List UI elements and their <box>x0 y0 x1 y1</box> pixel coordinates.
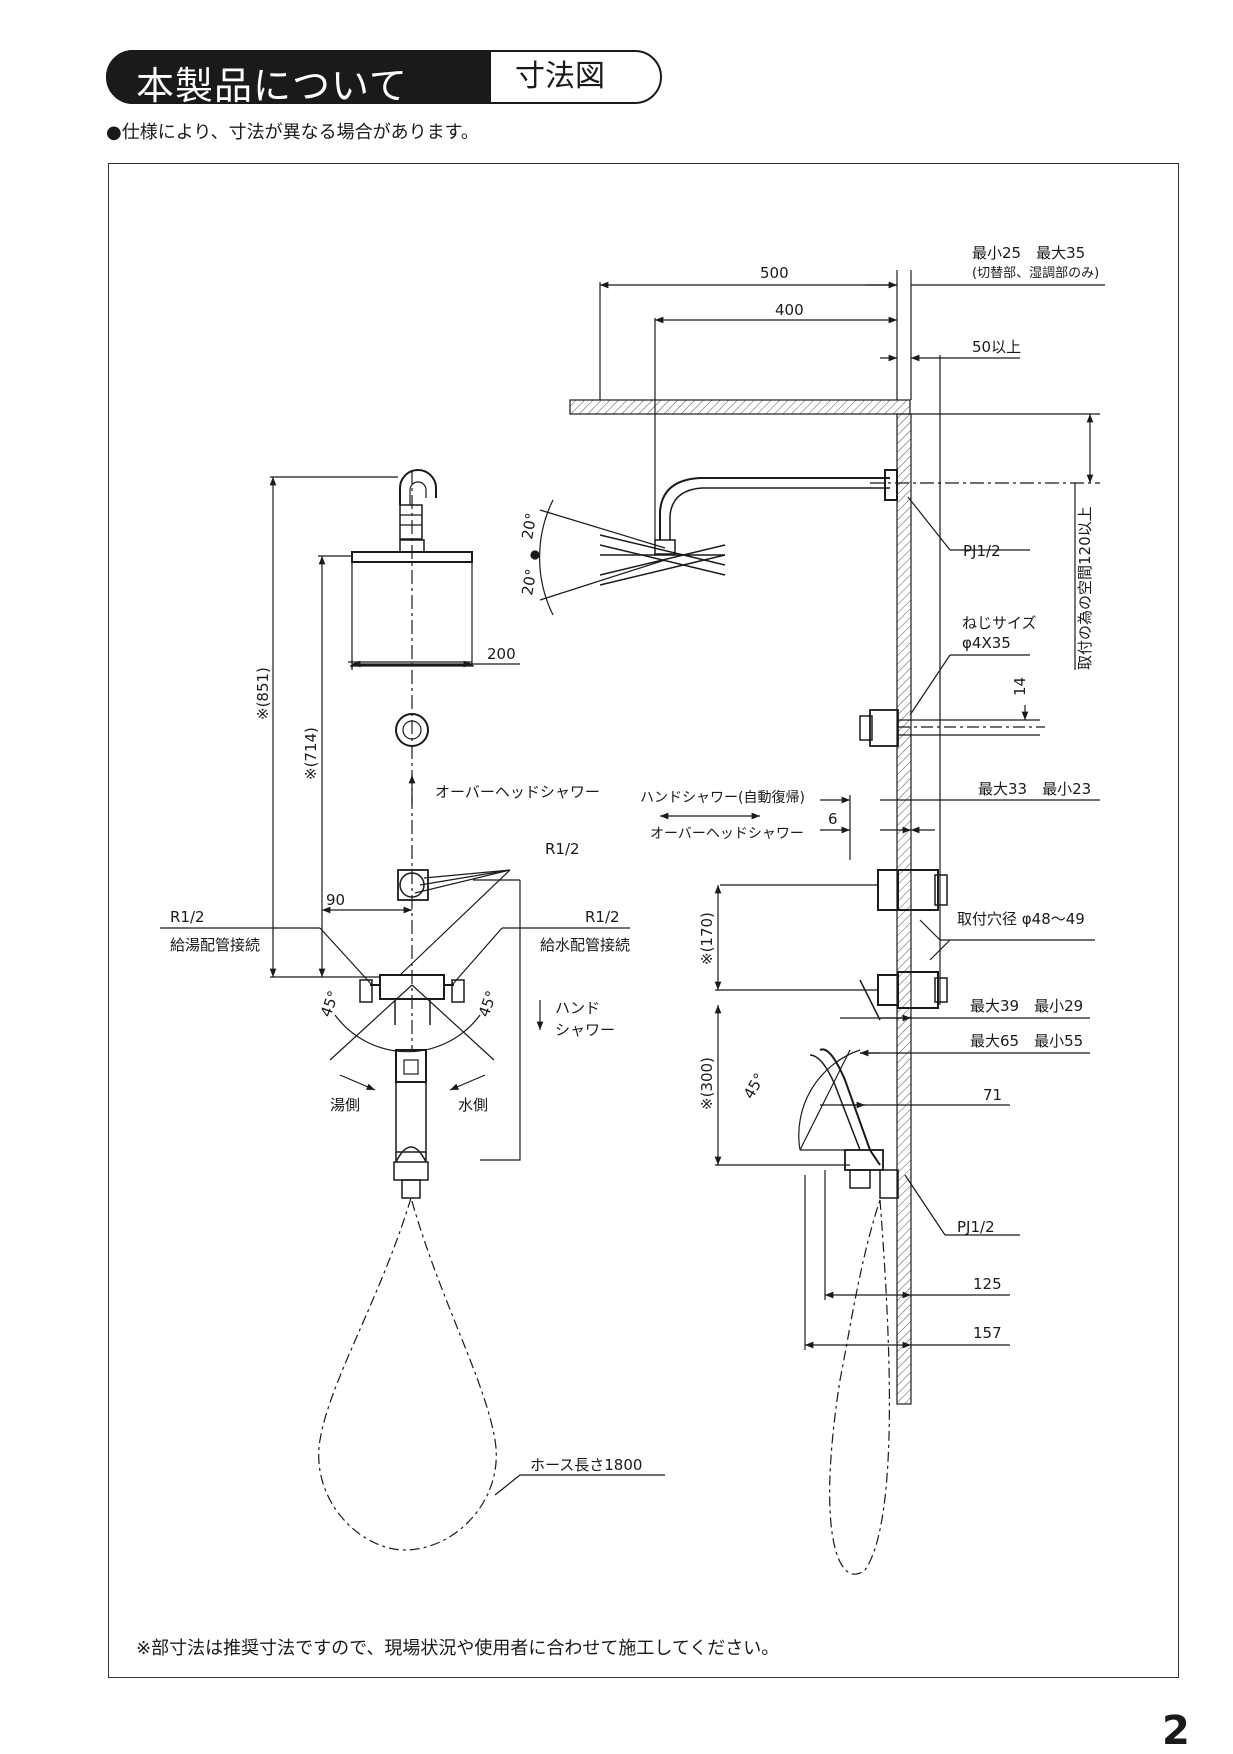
spec-note: ●仕様により、寸法が異なる場合があります。 <box>106 122 479 143</box>
dim-851: ※(851) <box>254 667 272 720</box>
cold-connection: 給水配管接続 <box>540 936 630 954</box>
dim-65-55: 最大65 最小55 <box>970 1032 1083 1050</box>
section-header: 本製品について 寸法図 <box>106 50 662 108</box>
angle-up: 20° <box>518 511 540 540</box>
r12-top: R1/2 <box>545 840 580 858</box>
dim-6: 6 <box>828 810 838 828</box>
side-view <box>530 270 1105 1575</box>
dim-90: 90 <box>326 891 345 909</box>
clearance-1: 最小25 最大35 <box>972 244 1085 262</box>
hand-shower-1: ハンド <box>555 999 600 1017</box>
dim-14: 14 <box>1011 677 1029 696</box>
header-dark-block <box>106 50 491 104</box>
pj-bottom: PJ1/2 <box>957 1218 995 1236</box>
r12-left: R1/2 <box>170 908 205 926</box>
angle-right: 45° <box>475 988 501 1019</box>
dim-157: 157 <box>973 1324 1002 1342</box>
front-view <box>160 469 665 1551</box>
dim-714: ※(714) <box>302 727 320 780</box>
mount-space: 取付の為の空間120以上 <box>1076 506 1094 670</box>
hose-length: ホース長さ1800 <box>530 1456 642 1474</box>
drawing-frame <box>108 163 1179 1678</box>
dim-33-23: 最大33 最小23 <box>978 780 1091 798</box>
dim-200: 200 <box>487 645 516 663</box>
overhead-label: オーバーヘッドシャワー <box>435 783 600 801</box>
dim-170: ※(170) <box>698 912 716 965</box>
switch-2: オーバーヘッドシャワー <box>650 826 804 842</box>
footer-note: ※部寸法は推奨寸法ですので、現場状況や使用者に合わせて施工してください。 <box>136 1638 780 1659</box>
hot-side: 湯側 <box>330 1096 360 1114</box>
hand-shower-2: シャワー <box>555 1021 615 1039</box>
dim-39-29: 最大39 最小29 <box>970 997 1083 1015</box>
page-number: 2 <box>1162 1708 1190 1754</box>
header-tab: 寸法図 <box>506 56 614 98</box>
angle-hand: 45° <box>740 1070 769 1102</box>
r12-right: R1/2 <box>585 908 620 926</box>
switch-1: ハンドシャワー(自動復帰) <box>640 789 805 806</box>
hot-connection: 給湯配管接続 <box>170 936 260 954</box>
angle-down: 20° <box>518 567 540 596</box>
clearance-2: (切替部、湿調部のみ) <box>972 266 1099 281</box>
dim-71: 71 <box>983 1086 1002 1104</box>
dim-300: ※(300) <box>698 1057 716 1110</box>
dim-125: 125 <box>973 1275 1002 1293</box>
screw-label: ねじサイズ <box>962 614 1037 632</box>
pj-top: PJ1/2 <box>963 542 1001 560</box>
dim-50: 50以上 <box>972 338 1021 356</box>
cold-side: 水側 <box>458 1096 488 1114</box>
dim-500: 500 <box>760 264 789 282</box>
dim-400: 400 <box>775 301 804 319</box>
screw-size: φ4X35 <box>962 634 1011 652</box>
hole: 取付穴径 φ48〜49 <box>957 910 1085 928</box>
header-title: 本製品について <box>136 64 408 108</box>
angle-left: 45° <box>317 988 343 1019</box>
